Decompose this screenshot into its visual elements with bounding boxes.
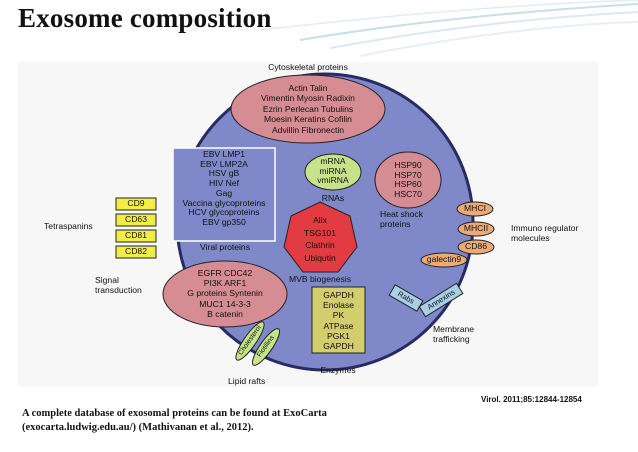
diagram-graphics — [115, 72, 495, 372]
heat-shock-ellipse — [374, 151, 442, 209]
caption: A complete database of exosomal proteins… — [22, 407, 327, 435]
caption-line-1: A complete database of exosomal proteins… — [22, 408, 327, 419]
immuno-galectin9: galectin9 — [426, 254, 462, 264]
slide-header-decoration — [259, 0, 638, 57]
mvb-heptagon — [283, 201, 358, 273]
rna-ellipse — [304, 153, 362, 191]
lipid-rafts-label: Lipid rafts — [228, 376, 266, 386]
tetraspanins-label: Tetraspanins — [44, 221, 93, 231]
mvb-label: MVB biogenesis — [288, 274, 352, 284]
enzymes-label: Enzymes — [320, 365, 356, 375]
viral-proteins-box — [172, 147, 276, 242]
signal-ellipse — [162, 260, 288, 328]
caption-line-2: (exocarta.ludwig.edu.au/) (Mathivanan et… — [22, 422, 254, 433]
exosome-diagram: Cytoskeletal proteins Actin Talin Viment… — [18, 62, 598, 387]
tetraspanin-cd9: CD9 — [127, 198, 145, 208]
tetraspanin-cd82: CD82 — [125, 246, 147, 256]
immuno-mhci: MHCI — [464, 203, 486, 213]
viral-proteins-label: Viral proteins — [200, 242, 250, 252]
rna-label: RNAs — [321, 193, 345, 203]
enzymes-box — [311, 286, 366, 354]
cytoskeletal-ellipse — [230, 74, 386, 144]
tetraspanin-cd81: CD81 — [125, 230, 147, 240]
immuno-mhcii: MHCII — [463, 223, 489, 233]
reference: Virol. 2011;85:12844-12854 — [481, 395, 582, 404]
immuno-cd86: CD86 — [465, 241, 487, 251]
tetraspanin-cd63: CD63 — [125, 214, 147, 224]
cytoskeletal-label: Cytoskeletal proteins — [268, 62, 348, 72]
slide-title: Exosome composition — [18, 3, 272, 33]
cytoskeletal-list: Actin Talin Vimentin Myosin Radixin Ezri… — [261, 83, 355, 135]
